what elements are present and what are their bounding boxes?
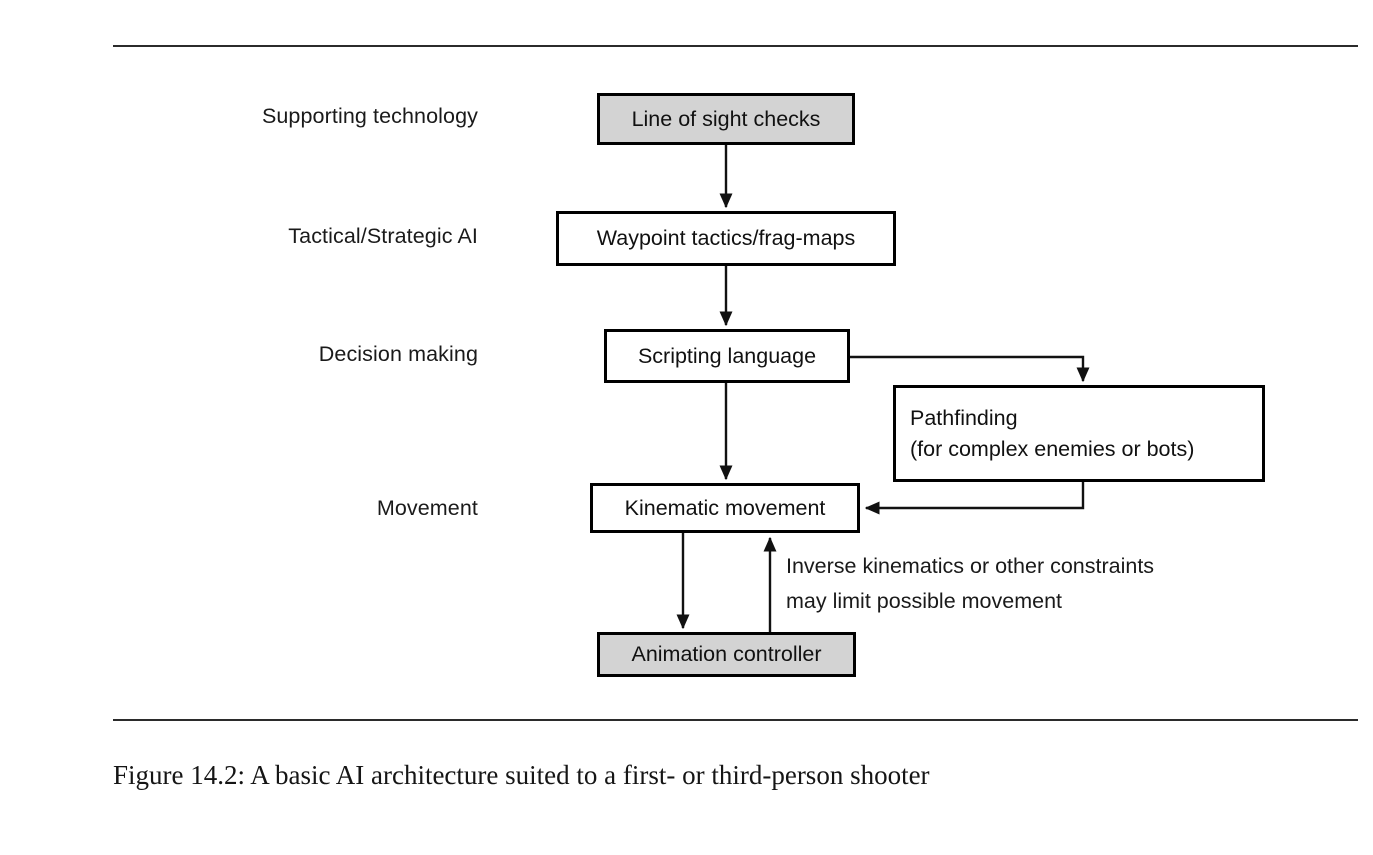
- edge-annotation-inverse-kinematics: Inverse kinematics or other constraints …: [786, 549, 1154, 619]
- bottom-horizontal-rule: [113, 719, 1358, 721]
- node-label: Line of sight checks: [631, 106, 821, 131]
- node-kinematic-movement[interactable]: Kinematic movement: [590, 483, 860, 533]
- node-line-of-sight-checks[interactable]: Line of sight checks: [597, 93, 855, 145]
- node-pathfinding[interactable]: Pathfinding (for complex enemies or bots…: [893, 385, 1265, 482]
- row-label-tactical-strategic-ai: Tactical/Strategic AI: [288, 224, 478, 248]
- row-label-decision-making: Decision making: [318, 342, 478, 366]
- node-label-line1: Pathfinding: [910, 405, 1018, 430]
- top-horizontal-rule: [113, 45, 1358, 47]
- node-animation-controller[interactable]: Animation controller: [597, 632, 856, 677]
- annotation-line2: may limit possible movement: [786, 588, 1063, 613]
- node-label: Animation controller: [631, 642, 822, 667]
- row-label-supporting-technology: Supporting technology: [261, 104, 478, 128]
- node-label: Waypoint tactics/frag-maps: [596, 226, 856, 251]
- annotation-line1: Inverse kinematics or other constraints: [786, 554, 1155, 578]
- node-label: Kinematic movement: [624, 495, 826, 520]
- node-waypoint-tactics-frag-maps[interactable]: Waypoint tactics/frag-maps: [556, 211, 896, 266]
- row-label-movement: Movement: [376, 496, 478, 520]
- node-scripting-language[interactable]: Scripting language: [604, 329, 850, 383]
- node-label-line2: (for complex enemies or bots): [910, 436, 1195, 461]
- edge-pathfinding-to-kinematic: [864, 482, 1085, 515]
- node-label: Scripting language: [637, 343, 817, 368]
- figure-caption: Figure 14.2: A basic AI architecture sui…: [113, 760, 930, 790]
- edge-scripting-to-pathfinding: [850, 355, 1090, 383]
